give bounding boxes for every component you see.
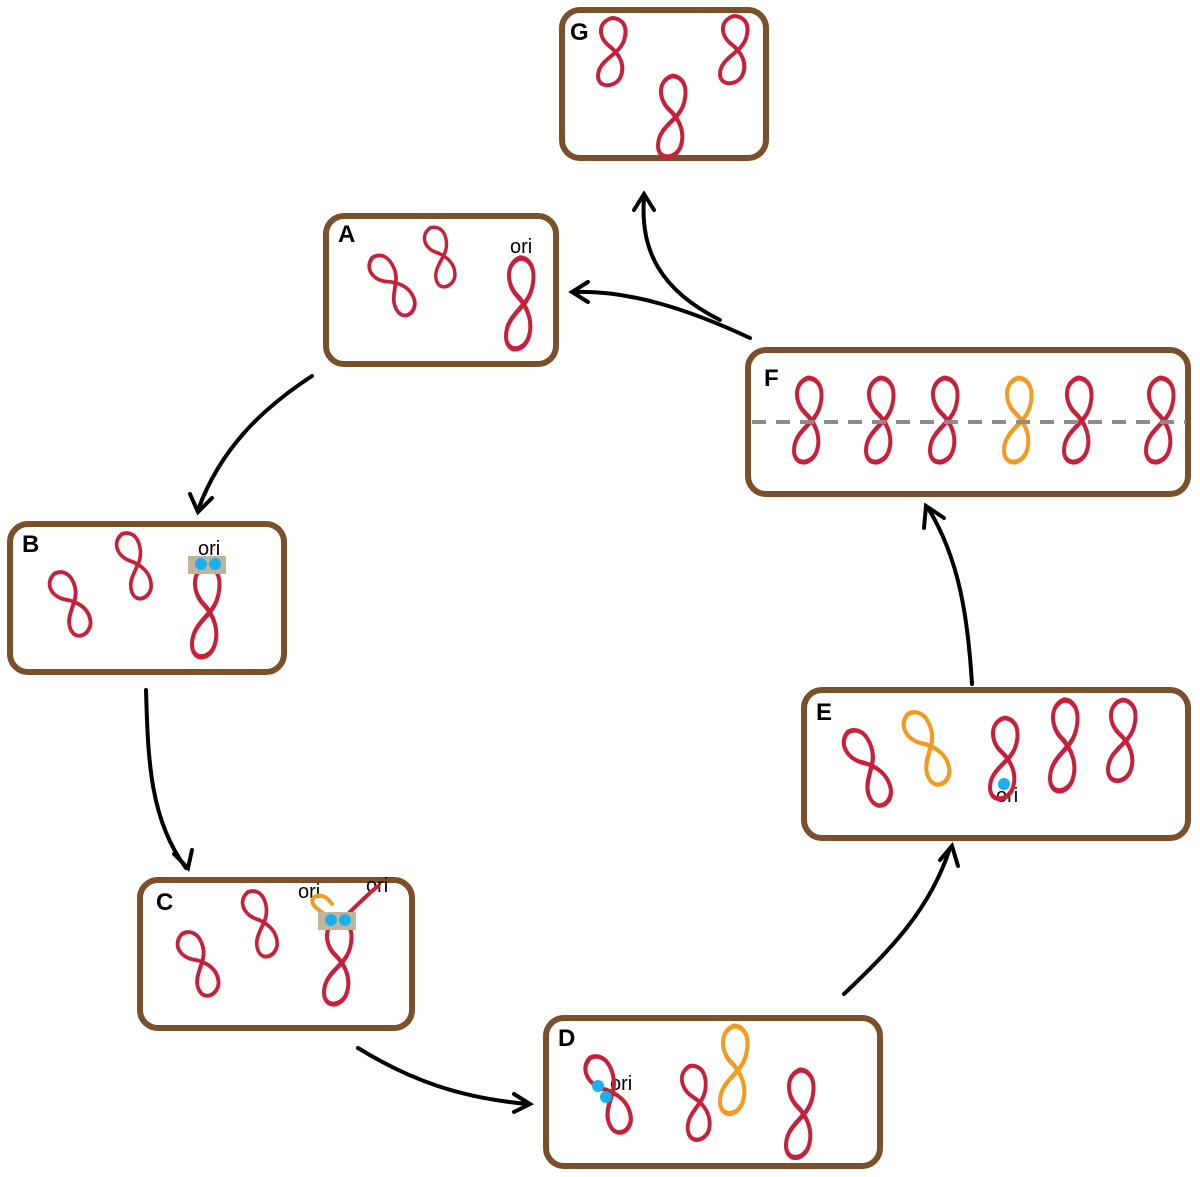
arrow-a-to-b bbox=[196, 374, 314, 512]
cell-a-ori-label: ori bbox=[510, 236, 532, 258]
cell-d-label: D bbox=[558, 1025, 575, 1052]
arrow-b-to-c bbox=[144, 688, 188, 870]
cell-a: A ori bbox=[323, 213, 559, 367]
arrow-b-to-c-head bbox=[172, 848, 194, 872]
cell-c: C ori ori bbox=[137, 875, 415, 1031]
cell-d-membrane bbox=[543, 1015, 883, 1169]
arrow-a-to-b-head bbox=[188, 492, 214, 516]
arrows bbox=[144, 190, 974, 1114]
arrow-f-to-g-head bbox=[632, 190, 656, 212]
replication-protein bbox=[325, 914, 337, 926]
cell-e-label: E bbox=[816, 699, 832, 726]
cell-c-label: C bbox=[156, 889, 173, 916]
arrow-f-to-g bbox=[641, 196, 722, 322]
cell-c-ori-label-1: ori bbox=[298, 881, 320, 903]
arrow-d-to-e bbox=[842, 846, 952, 996]
cell-g-label: G bbox=[570, 19, 589, 46]
arrow-e-to-f bbox=[926, 506, 974, 686]
cell-e-membrane bbox=[801, 687, 1191, 841]
new-strand bbox=[310, 893, 334, 918]
cell-f-label: F bbox=[764, 365, 779, 392]
cell-b-label: B bbox=[22, 531, 39, 558]
replication-protein bbox=[600, 1091, 612, 1103]
cell-d: D ori bbox=[543, 1015, 883, 1169]
arrow-e-to-f-head bbox=[922, 502, 946, 530]
arrow-d-to-e-head bbox=[938, 841, 960, 868]
replication-protein bbox=[195, 558, 207, 570]
replication-protein bbox=[592, 1080, 604, 1092]
cell-g: G bbox=[559, 7, 769, 161]
arrow-c-to-d bbox=[356, 1046, 530, 1106]
cell-a-membrane bbox=[323, 213, 559, 367]
cell-b-ori-label: ori bbox=[198, 538, 220, 560]
replication-protein bbox=[209, 558, 221, 570]
arrow-f-to-a-head bbox=[568, 280, 590, 304]
arrow-f-to-a bbox=[572, 289, 752, 340]
cell-f: F bbox=[745, 347, 1191, 497]
replication-protein bbox=[998, 778, 1010, 790]
arrow-c-to-d-head bbox=[512, 1092, 535, 1114]
cell-a-label: A bbox=[338, 221, 355, 248]
replication-protein bbox=[339, 914, 351, 926]
cell-e: E ori bbox=[801, 687, 1191, 841]
cell-b: B ori bbox=[7, 521, 287, 675]
